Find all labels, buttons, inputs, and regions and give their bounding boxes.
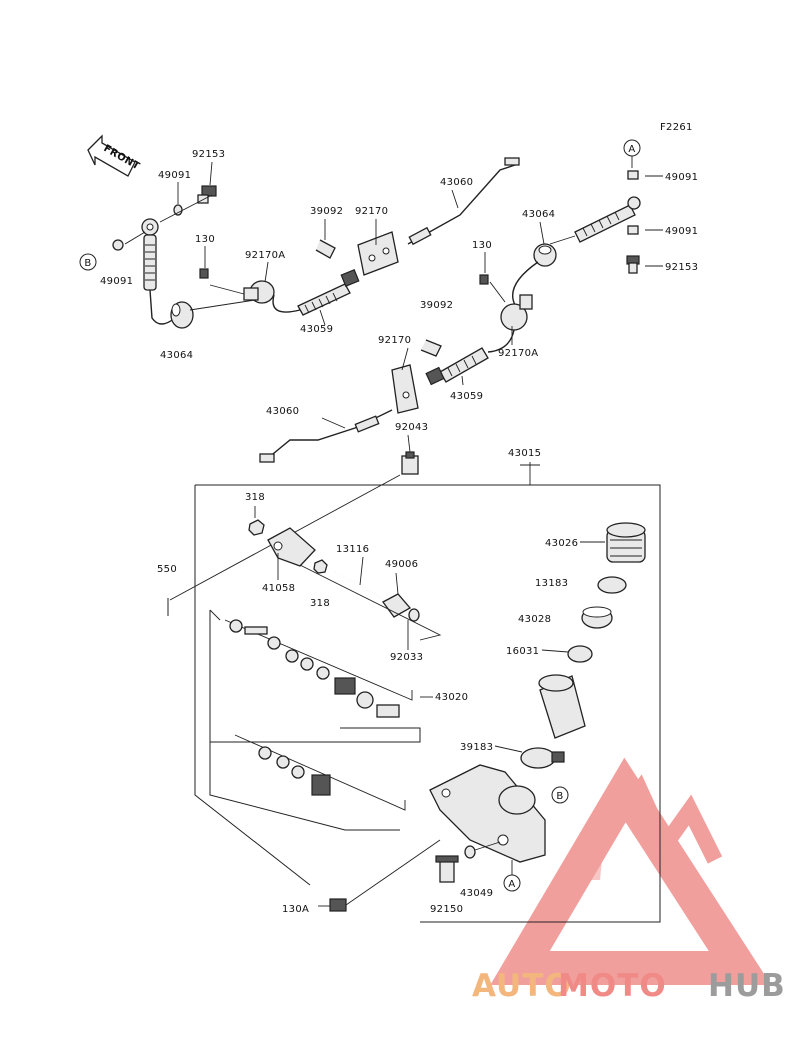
bracket-92170-mid [391, 364, 419, 414]
label-13183: 13183 [535, 578, 568, 589]
label-49091: 49091 [665, 226, 698, 237]
clip-39092-mid [420, 339, 442, 357]
washer-49091-r1 [627, 170, 639, 180]
label-550: 550 [157, 564, 177, 575]
banjo-bolt-92153 [197, 185, 217, 204]
diaphragm-plate-13183 [597, 576, 627, 594]
piston-kit-43020 [209, 609, 421, 831]
label-41058: 41058 [262, 583, 295, 594]
svg-text:B: B [84, 258, 91, 269]
washer-49091-left [112, 239, 124, 251]
label-43060: 43060 [266, 406, 299, 417]
float-16031 [567, 645, 593, 663]
label-43049: 43049 [460, 888, 493, 899]
label-43015: 43015 [508, 448, 541, 459]
watermark-logo [490, 757, 772, 985]
label-130: 130 [472, 240, 492, 251]
label-92153: 92153 [192, 149, 225, 160]
push-rod-13116 [334, 571, 386, 601]
pipe-43060-bottom [259, 409, 393, 463]
clamp-92170A-right [489, 281, 533, 331]
svg-text:MOTO: MOTO [558, 968, 667, 1004]
label-318: 318 [310, 598, 330, 609]
label-39092: 39092 [310, 206, 343, 217]
hose-clamp-39183 [520, 747, 565, 769]
washer-49091-top [173, 204, 183, 216]
leader-lines [177, 161, 663, 907]
label-318: 318 [245, 492, 265, 503]
label-92170: 92170 [378, 335, 411, 346]
bolt-92150 [435, 855, 459, 883]
bolt-130A [329, 839, 441, 912]
grommet-43064-right [533, 243, 557, 267]
label-43060: 43060 [440, 177, 473, 188]
washer-49091-r2 [627, 225, 639, 235]
reservoir-tank [538, 674, 586, 739]
washer-43049 [464, 845, 476, 859]
hose-43059-mid [425, 347, 489, 386]
banjo-bolt-92153-right [626, 255, 640, 274]
diaphragm-43028 [581, 606, 613, 629]
label-43064: 43064 [522, 209, 555, 220]
pipe-43060-top [407, 157, 520, 246]
callout-b-bottom: B [551, 786, 569, 804]
boot-49006 [382, 593, 412, 618]
part-labels: F2261 92153 49091 49091 130 92170A 39092… [100, 122, 698, 915]
label-92170A: 92170A [498, 348, 538, 359]
label-43020: 43020 [435, 692, 468, 703]
label-130A: 130A [282, 904, 309, 915]
assembly-frame-43015 [195, 484, 661, 923]
diagram-code: F2261 [660, 122, 693, 133]
callout-b-left: B [79, 253, 97, 271]
label-49091: 49091 [158, 170, 191, 181]
label-92170: 92170 [355, 206, 388, 217]
label-49091: 49091 [665, 172, 698, 183]
label-92033: 92033 [390, 652, 423, 663]
label-39183: 39183 [460, 742, 493, 753]
svg-text:AUTO: AUTO [472, 968, 572, 1004]
label-92150: 92150 [430, 904, 463, 915]
label-130: 130 [195, 234, 215, 245]
svg-text:HUB: HUB [708, 968, 786, 1004]
label-16031: 16031 [506, 646, 539, 657]
master-cylinder-body [429, 764, 546, 863]
clevis-41058 [267, 527, 316, 567]
bolt-92043 [401, 451, 419, 475]
banjo-hose-left [141, 218, 176, 325]
clip-39092-top [315, 239, 336, 259]
bracket-92170-top [357, 231, 399, 276]
watermark-text: AUTO MOTO HUB [472, 968, 786, 1004]
nut-318-b [313, 559, 328, 574]
svg-text:A: A [628, 144, 635, 155]
svg-text:A: A [508, 879, 515, 890]
grommet-43064-left [170, 301, 194, 329]
nut-318-a [248, 519, 265, 536]
label-92170A: 92170A [245, 250, 285, 261]
label-49091: 49091 [100, 276, 133, 287]
label-92153: 92153 [665, 262, 698, 273]
bolt-130-right [479, 274, 489, 285]
label-39092: 39092 [420, 300, 453, 311]
hose-43059-left [297, 269, 360, 316]
front-arrow-icon: FRONT [87, 134, 141, 177]
bolt-130-left [199, 268, 209, 279]
callout-a-top: A [623, 139, 641, 168]
label-43026: 43026 [545, 538, 578, 549]
callout-a-bottom: A [503, 860, 521, 892]
label-13116: 13116 [336, 544, 369, 555]
label-43064: 43064 [160, 350, 193, 361]
label-43028: 43028 [518, 614, 551, 625]
hose-43059-upper-right [549, 196, 641, 245]
reservoir-cap-43026 [606, 522, 646, 563]
clamp-92170A-left [209, 280, 275, 304]
label-49006: 49006 [385, 559, 418, 570]
label-43059: 43059 [300, 324, 333, 335]
circlip-92033 [408, 608, 420, 622]
label-92043: 92043 [395, 422, 428, 433]
svg-text:B: B [556, 791, 563, 802]
label-43059: 43059 [450, 391, 483, 402]
